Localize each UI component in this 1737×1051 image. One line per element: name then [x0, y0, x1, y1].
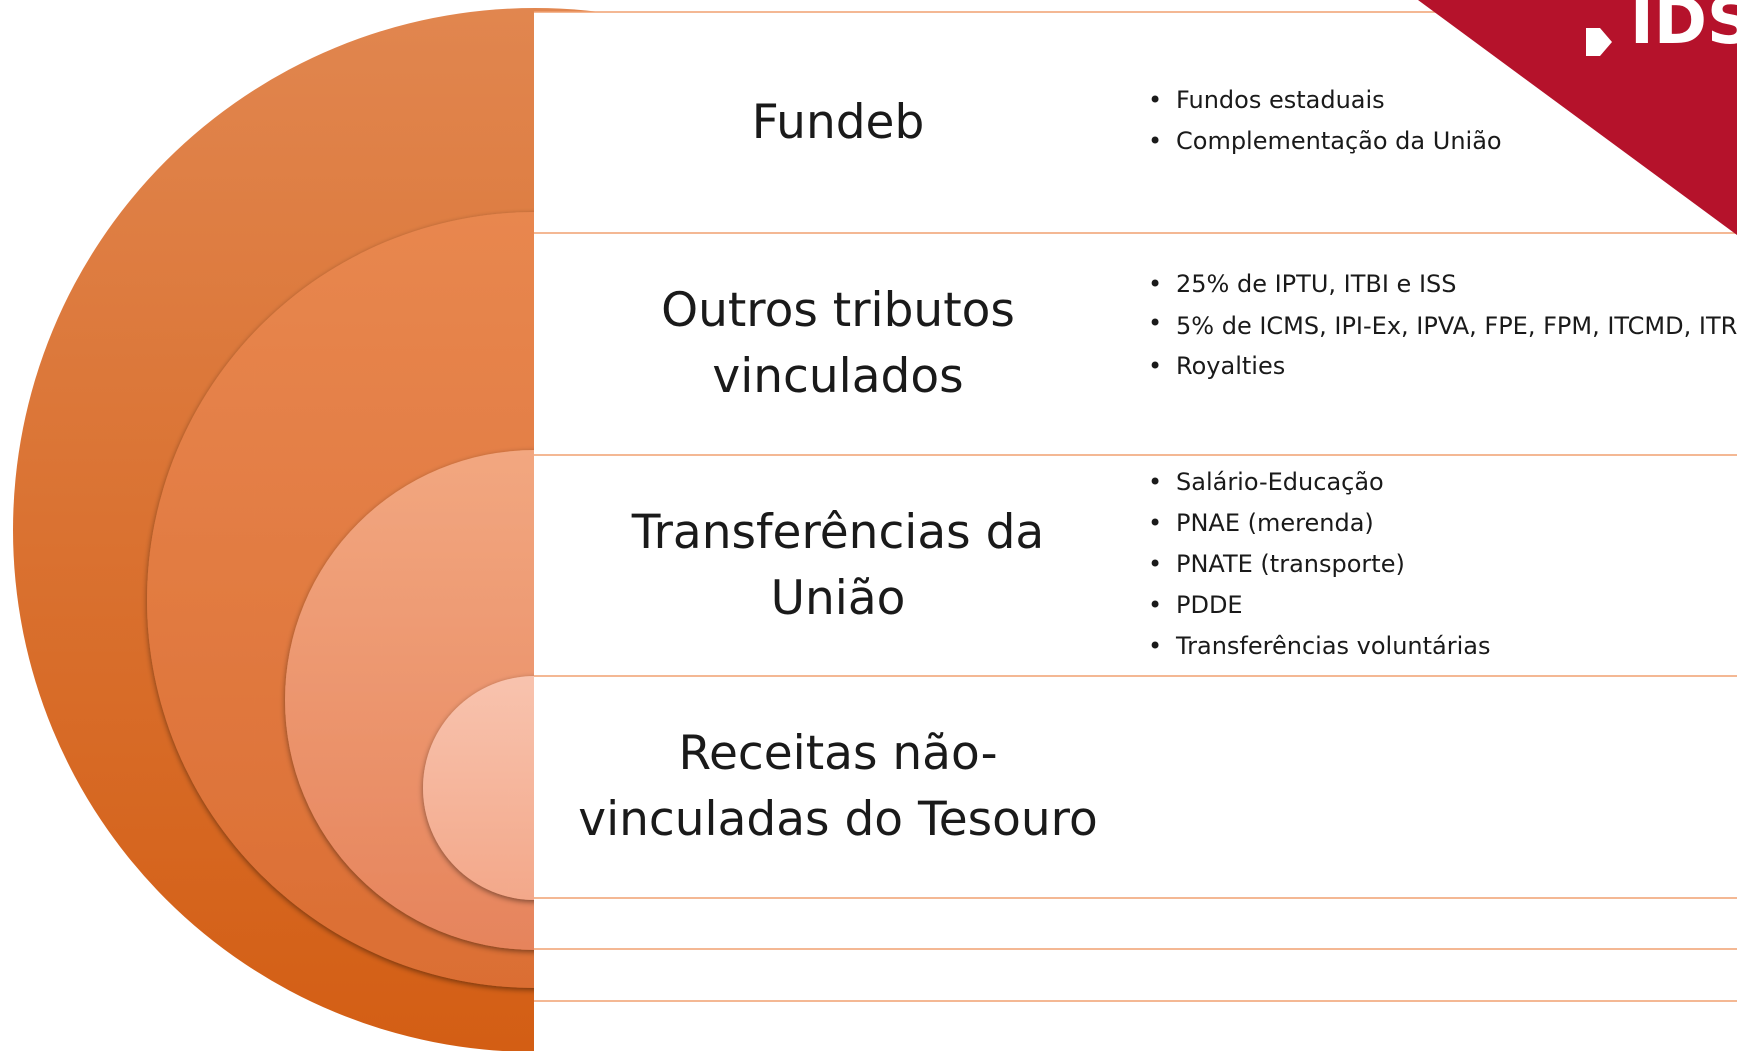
row-panel-transferencias: [534, 455, 1737, 676]
logo-red-triangle: [1418, 0, 1737, 235]
bullet-item: Transferências voluntárias: [1146, 626, 1491, 667]
row-title-transferencias: Transferências da União: [534, 455, 1142, 676]
row-panels: [534, 12, 1737, 1051]
row-title-line: Fundeb: [751, 94, 925, 150]
bullet-item: PNATE (transporte): [1146, 544, 1491, 585]
bullet-item: Complementação da União: [1146, 121, 1502, 162]
bullet-item: Royalties: [1146, 346, 1737, 387]
row-title-line: Outros tributos: [661, 283, 1015, 338]
bullet-item: Salário-Educação: [1146, 462, 1491, 503]
row-title-line: Transferências da: [631, 504, 1045, 560]
bullet-item: PDDE: [1146, 585, 1491, 626]
bullet-list-outros-tributos: 25% de IPTU, ITBI e ISS 5% de ICMS, IPI-…: [1146, 264, 1737, 387]
row-title-line: União: [770, 570, 906, 626]
bullet-item: PNAE (merenda): [1146, 503, 1491, 544]
row-panel-receitas: [534, 676, 1737, 898]
bullet-item: 5% de ICMS, IPI-Ex, IPVA, FPE, FPM, ITCM…: [1146, 305, 1737, 346]
row-title-receitas: Receitas não- vinculadas do Tesouro: [534, 676, 1142, 898]
bullet-item: Fundos estaduais: [1146, 80, 1502, 121]
logo-text: IDS: [1630, 0, 1737, 59]
logo-corner: [1418, 0, 1737, 235]
row-title-fundeb: Fundeb: [534, 12, 1142, 233]
bullet-list-transferencias: Salário-Educação PNAE (merenda) PNATE (t…: [1146, 462, 1491, 667]
bullet-item: 25% de IPTU, ITBI e ISS: [1146, 264, 1737, 305]
row-title-outros-tributos: Outros tributos vinculados: [534, 233, 1142, 455]
bullet-list-fundeb: Fundos estaduais Complementação da União: [1146, 80, 1502, 162]
row-title-line: vinculadas do Tesouro: [578, 792, 1098, 847]
row-panel-blank-2: [534, 949, 1737, 1001]
logo-arrow-icon: [1586, 28, 1612, 56]
row-panel-blank-1: [534, 898, 1737, 949]
row-title-line: vinculados: [712, 349, 964, 404]
row-panel-blank-3: [534, 1001, 1737, 1051]
row-title-line: Receitas não-: [678, 726, 998, 781]
